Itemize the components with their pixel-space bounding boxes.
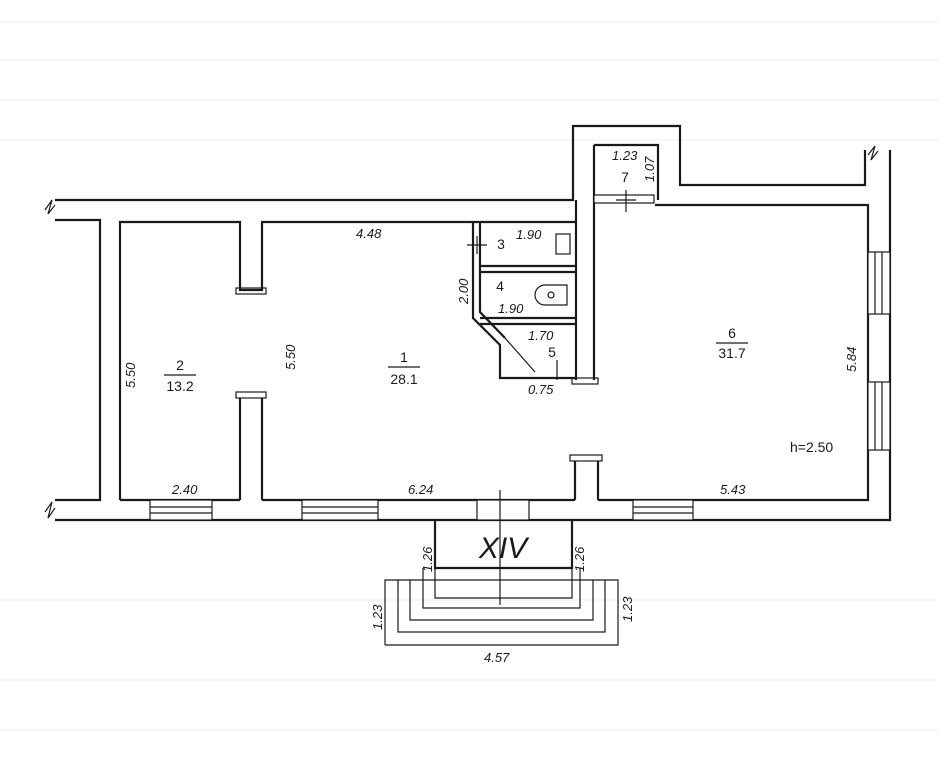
dim-room1-bottom: 6.24 xyxy=(408,482,433,497)
dim-stairs-width: 4.57 xyxy=(484,650,510,665)
room-1-number: 1 xyxy=(400,349,408,365)
dim-room7-height: 1.07 xyxy=(642,156,657,182)
dim-porch-right: 1.26 xyxy=(572,546,587,572)
dim-stairs-right: 1.23 xyxy=(620,596,635,622)
room-7-walls xyxy=(571,143,660,385)
partition-2-1 xyxy=(235,287,267,500)
entrance-door xyxy=(476,490,530,521)
room-6-area: 31.7 xyxy=(718,345,745,361)
room-6-number: 6 xyxy=(728,325,736,341)
room-5-number: 5 xyxy=(548,344,556,360)
dim-room4-width: 1.90 xyxy=(498,301,524,316)
dim-room3-width: 1.90 xyxy=(516,227,542,242)
dim-room5-top: 1.70 xyxy=(528,328,554,343)
dim-room2-bottom: 2.40 xyxy=(171,482,198,497)
room-labels: 1 28.1 2 13.2 3 4 5 6 31.7 7 h=2.50 XIV xyxy=(164,169,833,565)
room-3-4-walls xyxy=(467,220,576,380)
outer-walls xyxy=(44,124,892,522)
room-1-area: 28.1 xyxy=(390,371,417,387)
dim-room2-left: 5.50 xyxy=(123,362,138,388)
room-3-number: 3 xyxy=(497,236,505,252)
dim-room1-top: 4.48 xyxy=(356,226,382,241)
dim-porch-left: 1.26 xyxy=(420,546,435,572)
dimension-labels: 4.48 5.50 6.24 5.50 2.40 1.90 1.90 2.00 … xyxy=(123,148,859,665)
dim-stairs-left: 1.23 xyxy=(370,604,385,630)
room-7-number: 7 xyxy=(621,169,629,185)
room-2-area: 13.2 xyxy=(166,378,193,394)
dim-room34-height: 2.00 xyxy=(456,278,471,305)
ceiling-height: h=2.50 xyxy=(790,439,833,455)
background-lines xyxy=(0,21,938,731)
dim-room5-side: 0.75 xyxy=(528,382,554,397)
windows xyxy=(149,251,891,521)
dim-room7-width: 1.23 xyxy=(612,148,638,163)
porch-stairs xyxy=(384,520,619,646)
dim-room6-right: 5.84 xyxy=(844,347,859,372)
room-2-number: 2 xyxy=(176,357,184,373)
section-label: XIV xyxy=(478,532,530,565)
dim-room1-left: 5.50 xyxy=(283,344,298,370)
room-4-number: 4 xyxy=(496,278,504,294)
room-5-walls xyxy=(504,337,536,373)
pillar xyxy=(569,454,603,500)
dim-room6-bottom: 5.43 xyxy=(720,482,746,497)
